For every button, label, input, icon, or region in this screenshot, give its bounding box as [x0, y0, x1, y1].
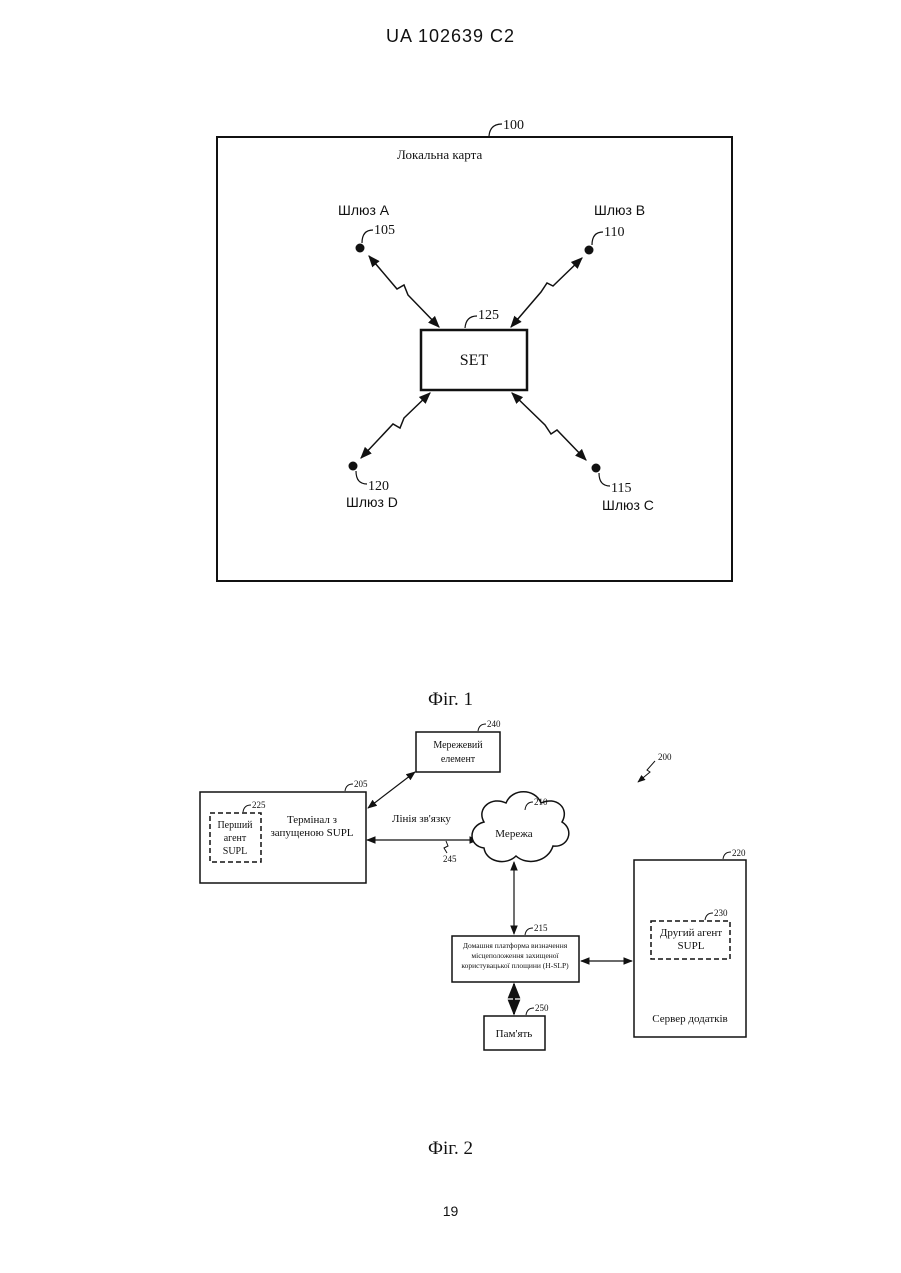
- figure-2: 200 Мережевий елемент 240 Термінал з зап…: [200, 719, 746, 1050]
- network-element-line1: Мережевий: [433, 740, 483, 751]
- second-agent-line2: SUPL: [678, 940, 705, 952]
- system-ref-number: 200: [658, 752, 672, 762]
- page-number: 19: [0, 1203, 901, 1219]
- link-ref-leader: [444, 841, 448, 853]
- link-label: Лінія зв'язку: [392, 813, 451, 825]
- terminal-line1: Термінал з: [287, 814, 337, 826]
- set-ref-number: 125: [478, 308, 499, 323]
- network-element-ref: 240: [487, 719, 501, 729]
- first-agent-line2: агент: [224, 833, 247, 844]
- terminal-ref-leader: [345, 784, 353, 791]
- hslp-ref-leader: [525, 928, 533, 935]
- gateway-d-dot: [349, 462, 358, 471]
- memory-label: Пам'ять: [496, 1028, 533, 1040]
- wireless-link-b: [511, 258, 582, 327]
- network-element-box: [416, 732, 500, 772]
- gateway-b-dot: [585, 246, 594, 255]
- server-ref-leader: [723, 852, 731, 859]
- terminal-line2: запущеною SUPL: [270, 827, 353, 839]
- local-map-title: Локальна карта: [397, 147, 482, 162]
- figure-1: 100 Локальна карта SET 125 Шлюз A 105 Шл…: [217, 118, 732, 581]
- gateway-b-ref: 110: [604, 225, 624, 240]
- set-ref-leader: [465, 316, 477, 328]
- network-element-ref-leader: [478, 724, 486, 731]
- gateway-b-ref-leader: [592, 232, 603, 245]
- application-server-label: Сервер додатків: [652, 1013, 728, 1025]
- gateway-c-label: Шлюз C: [602, 497, 654, 513]
- terminal-ref: 205: [354, 779, 368, 789]
- network-element-line2: елемент: [441, 754, 476, 765]
- gateway-b-label: Шлюз B: [594, 202, 645, 218]
- gateway-d-ref: 120: [368, 479, 389, 494]
- memory-ref-leader: [526, 1008, 534, 1015]
- gateway-d-ref-leader: [356, 471, 367, 484]
- gateway-a-ref: 105: [374, 223, 395, 238]
- gateway-c-dot: [592, 464, 601, 473]
- link-terminal-network-element: [368, 772, 415, 808]
- frame-ref-number: 100: [503, 118, 524, 133]
- first-agent-line3: SUPL: [223, 846, 247, 857]
- gateway-c-ref: 115: [611, 481, 631, 496]
- server-ref: 220: [732, 848, 746, 858]
- hslp-line1: Домашня платформа визначення: [463, 941, 568, 950]
- network-ref: 210: [534, 797, 548, 807]
- figure-1-caption: Фіг. 1: [0, 689, 901, 711]
- wireless-link-a: [369, 256, 439, 327]
- gateway-a-label: Шлюз A: [338, 202, 390, 218]
- hslp-line2: місцеположення захищеної: [471, 951, 559, 960]
- gateway-d-label: Шлюз D: [346, 494, 398, 510]
- figure-2-caption: Фіг. 2: [0, 1138, 901, 1160]
- memory-ref: 250: [535, 1003, 549, 1013]
- set-label: SET: [460, 352, 489, 369]
- second-agent-ref: 230: [714, 908, 728, 918]
- gateway-c-ref-leader: [599, 473, 610, 486]
- link-ref: 245: [443, 854, 457, 864]
- network-cloud: [472, 792, 569, 862]
- gateway-a-ref-leader: [362, 230, 373, 243]
- network-label: Мережа: [495, 828, 533, 840]
- hslp-ref: 215: [534, 923, 548, 933]
- first-agent-line1: Перший: [217, 820, 253, 831]
- system-ref-arrow: [638, 761, 655, 782]
- gateway-a-dot: [356, 244, 365, 253]
- second-agent-line1: Другий агент: [660, 927, 722, 939]
- frame-ref-leader: [489, 124, 502, 136]
- wireless-link-c: [512, 393, 586, 460]
- first-agent-ref: 225: [252, 800, 266, 810]
- hslp-line3: користувацької площини (H-SLP): [461, 961, 569, 970]
- wireless-link-d: [361, 393, 430, 458]
